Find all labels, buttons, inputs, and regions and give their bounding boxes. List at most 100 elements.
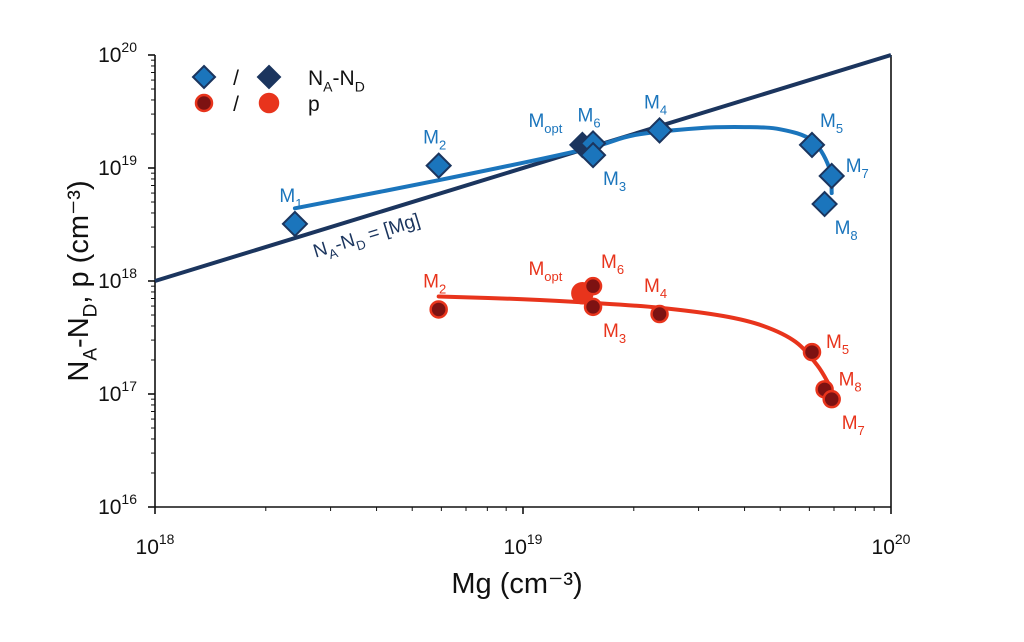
point-label: M2 xyxy=(423,271,446,296)
p-point xyxy=(583,297,603,317)
point-label: M5 xyxy=(820,111,843,136)
point-label: M2 xyxy=(423,128,446,153)
legend: / NA-ND / p xyxy=(191,64,365,116)
point-label: M3 xyxy=(603,321,626,346)
legend-label: p xyxy=(308,93,320,116)
y-tick-mantissa: 10 xyxy=(98,496,121,519)
y-tick-mantissa: 10 xyxy=(98,270,121,293)
point-label: Mopt xyxy=(528,111,562,136)
x-tick-mantissa: 10 xyxy=(872,536,895,559)
point-label-main: M xyxy=(644,92,660,113)
reference-line xyxy=(154,53,892,283)
y-axis-title-part-3: D xyxy=(81,304,102,318)
point-label-main: M xyxy=(528,111,544,132)
point-label-sub: 6 xyxy=(617,262,624,277)
point-label-sub: 6 xyxy=(593,115,600,130)
y-axis-title-part-0: N xyxy=(63,361,95,382)
point-label-sub: 1 xyxy=(295,196,302,211)
point-label-sub: 2 xyxy=(439,281,446,296)
point-label-sub: 5 xyxy=(836,121,843,136)
point-label-main: M xyxy=(820,111,836,132)
point-label: M6 xyxy=(578,105,601,130)
p-fit-curve xyxy=(436,294,832,388)
legend-label: NA-ND xyxy=(308,67,365,94)
x-tick-exponent: 20 xyxy=(895,531,911,547)
y-tick-exponent: 16 xyxy=(121,491,137,507)
y-tick-mantissa: 10 xyxy=(98,44,121,67)
legend-label-part-2: -N xyxy=(333,67,355,90)
point-label-main: M xyxy=(279,186,295,207)
y-axis-title: NA-ND, p (cm⁻³) xyxy=(63,180,102,381)
y-tick-label: 1016 xyxy=(98,491,137,519)
point-label: M8 xyxy=(835,218,858,243)
point-label: M7 xyxy=(846,156,869,181)
point-label-main: M xyxy=(839,369,855,390)
point-label: M6 xyxy=(601,252,624,277)
point-label-sub: 3 xyxy=(619,331,626,346)
y-axis-title-part-2: -N xyxy=(63,317,95,348)
point-label-sub: 8 xyxy=(854,379,861,394)
x-axis-title: Mg (cm⁻³) xyxy=(451,568,582,600)
point-label-main: M xyxy=(603,321,619,342)
y-axis-title-part-4: , p (cm⁻³) xyxy=(63,180,95,303)
legend-circle-dark xyxy=(194,93,214,113)
x-tick-label: 1020 xyxy=(872,531,911,559)
legend-diamond-dark xyxy=(256,64,282,90)
na-nd-point xyxy=(798,131,826,159)
y-tick-exponent: 17 xyxy=(121,378,137,394)
na-nd-point xyxy=(818,162,846,190)
reference-line-label-part-0: N xyxy=(311,238,330,262)
legend-circle-light xyxy=(258,92,280,114)
reference-line-label-part-3: D xyxy=(354,236,367,253)
point-label-main: M xyxy=(601,252,617,273)
point-label-main: M xyxy=(603,169,619,190)
na-nd-point xyxy=(646,117,673,144)
y-tick-mantissa: 10 xyxy=(98,383,121,406)
na-nd-fit-curve xyxy=(292,125,834,211)
point-label-sub: 4 xyxy=(660,286,667,301)
na-nd-point xyxy=(811,190,839,218)
na-nd-point xyxy=(579,141,607,169)
x-tick-exponent: 19 xyxy=(527,531,543,547)
legend-label-part-1: A xyxy=(323,78,333,94)
point-label-main: M xyxy=(423,271,439,292)
na-nd-point xyxy=(281,210,309,238)
y-tick-label: 1018 xyxy=(98,265,137,293)
x-tick-exponent: 18 xyxy=(159,531,175,547)
point-label: M7 xyxy=(842,413,865,438)
legend-separator: / xyxy=(233,67,239,90)
legend-label-part-0: p xyxy=(308,93,320,116)
p-point xyxy=(822,389,841,409)
data-markers xyxy=(281,117,846,409)
point-label-sub: 5 xyxy=(842,342,849,357)
point-label-sub: opt xyxy=(544,121,562,136)
point-label: Mopt xyxy=(528,259,562,284)
legend-label-part-0: N xyxy=(308,67,323,90)
point-label-sub: 3 xyxy=(619,179,626,194)
y-tick-mantissa: 10 xyxy=(98,157,121,180)
point-label-sub: opt xyxy=(544,269,562,284)
point-label: M5 xyxy=(826,332,849,357)
legend-separator: / xyxy=(233,93,239,116)
legend-diamond-light xyxy=(191,64,217,90)
point-label-sub: 4 xyxy=(660,102,667,117)
y-tick-exponent: 19 xyxy=(121,152,137,168)
y-tick-label: 1020 xyxy=(98,39,137,67)
point-label: M3 xyxy=(603,169,626,194)
point-label: M1 xyxy=(279,186,302,211)
point-label-main: M xyxy=(423,128,439,149)
x-tick-mantissa: 10 xyxy=(504,536,527,559)
x-tick-label: 1019 xyxy=(504,531,543,559)
legend-label-part-3: D xyxy=(355,78,365,94)
point-label-main: M xyxy=(578,105,594,126)
p-point xyxy=(802,342,822,362)
point-label-sub: 7 xyxy=(858,423,865,438)
p-point xyxy=(429,300,448,319)
point-label-main: M xyxy=(644,276,660,297)
reference-line-label: NA-ND = [Mg] xyxy=(311,210,424,266)
point-label-sub: 2 xyxy=(439,138,446,153)
point-label: M4 xyxy=(644,92,667,117)
p-point xyxy=(583,276,603,296)
